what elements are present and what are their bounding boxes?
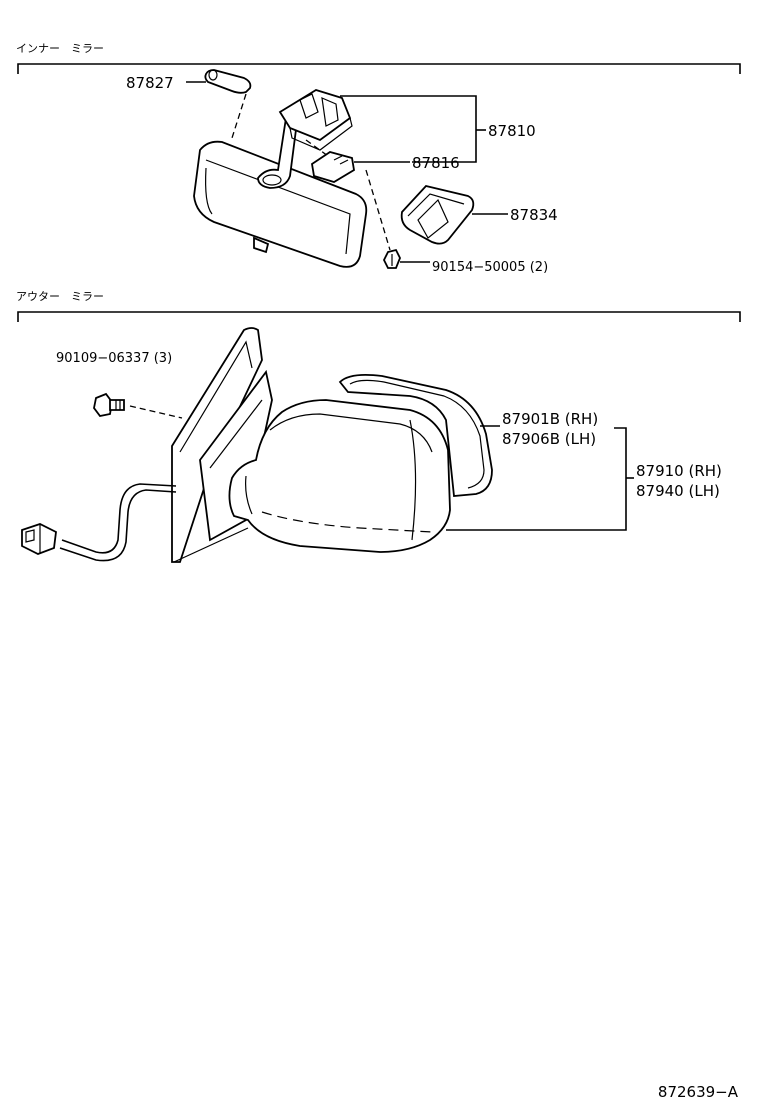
label-90109-06337: 90109−06337 (3)	[56, 351, 172, 366]
section-bracket-inner	[17, 63, 741, 74]
wire-harness-drawing	[21, 483, 177, 562]
label-87834: 87834	[510, 206, 558, 224]
section-bracket-outer	[17, 311, 741, 322]
screw-90154-drawing	[382, 248, 401, 269]
section-title-outer-mirror: アウター ミラー	[16, 290, 104, 303]
label-87810: 87810	[488, 122, 536, 140]
leader-87910	[446, 427, 627, 531]
inner-mirror-drawing	[193, 69, 475, 269]
leader-87810	[340, 95, 477, 163]
section-title-inner-mirror: インナー ミラー	[16, 42, 104, 55]
label-87827: 87827	[126, 74, 174, 92]
mirror-glass-87901b	[338, 373, 493, 497]
label-87940-lh: 87940 (LH)	[636, 482, 720, 500]
clip-87816-drawing	[311, 151, 355, 183]
outer-mirror-housing	[228, 399, 451, 553]
label-87910-rh: 87910 (RH)	[636, 462, 722, 480]
cover-87834-drawing	[400, 185, 475, 245]
label-90154-50005: 90154−50005 (2)	[432, 260, 548, 275]
outer-mirror-drawing	[21, 327, 493, 563]
label-87816: 87816	[412, 154, 460, 172]
label-87906b-lh: 87906B (LH)	[502, 430, 596, 448]
pin-87827-drawing	[204, 69, 252, 94]
diagram-id: 872639−A	[658, 1083, 739, 1101]
mirror-stay-87810	[257, 89, 353, 189]
inner-mirror-body	[193, 140, 368, 268]
screw-90109-drawing	[93, 392, 125, 417]
outer-mirror-base	[171, 327, 273, 563]
label-87901b-rh: 87901B (RH)	[502, 410, 598, 428]
